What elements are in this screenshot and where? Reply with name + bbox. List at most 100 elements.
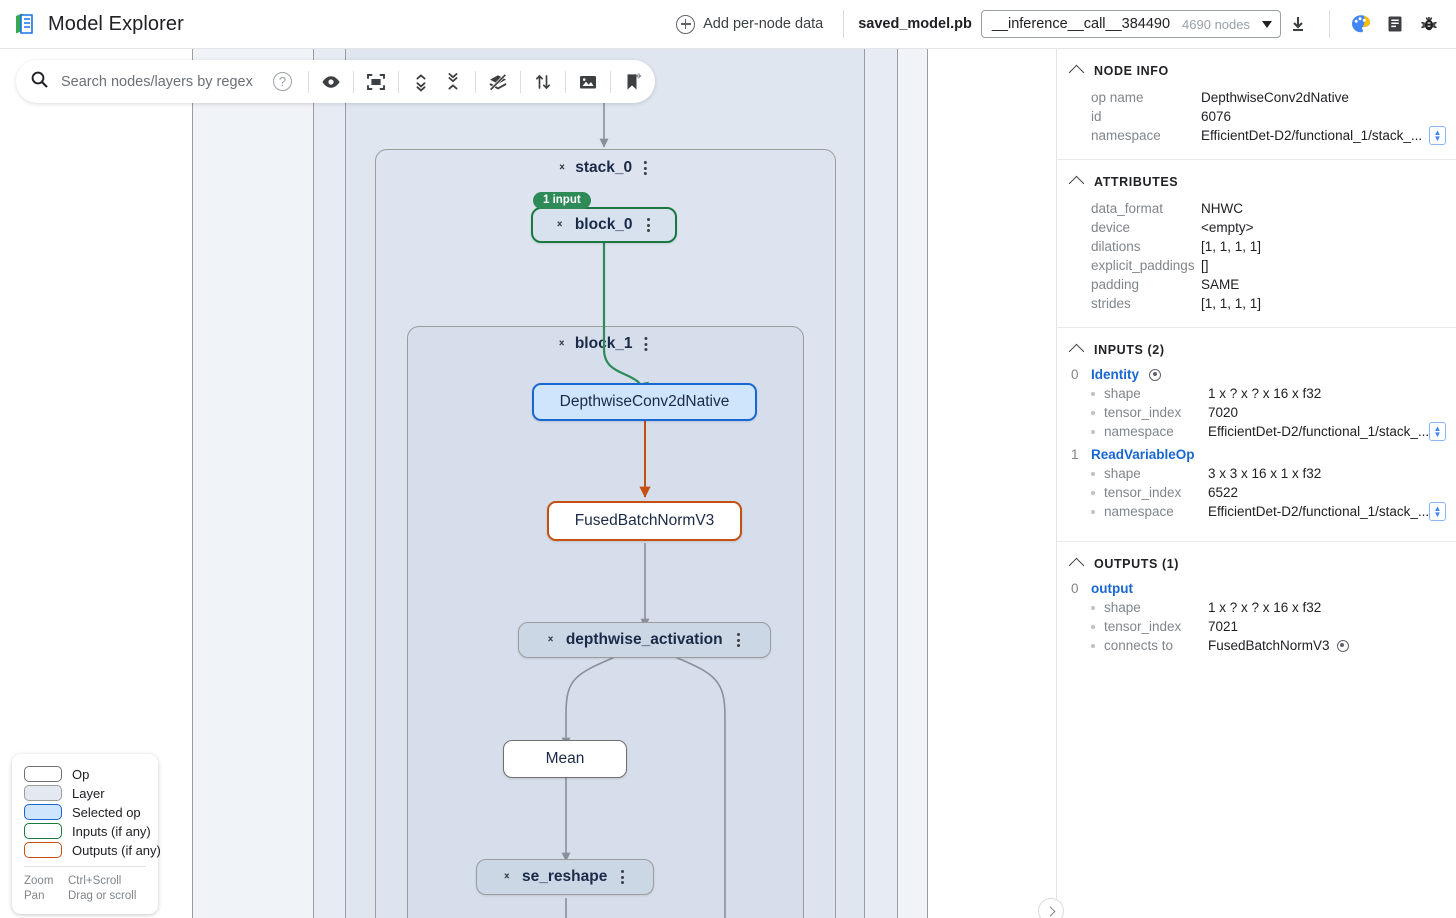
- collapse-expand-icon-se-reshape[interactable]: ⌄⌃: [502, 868, 512, 886]
- input-detail-key: namespace: [1104, 424, 1174, 439]
- expand-value-stepper-icon[interactable]: ▲▼: [1429, 126, 1446, 145]
- input-name[interactable]: ReadVariableOp: [1091, 447, 1195, 462]
- attribute-row: strides [1, 1, 1, 1]: [1057, 294, 1456, 313]
- input-detail-row: shape 1 x ? x ? x 16 x f32: [1057, 384, 1456, 403]
- legend-label-outputs: Outputs (if any): [72, 842, 161, 858]
- section-header-node-info[interactable]: NODE INFO: [1057, 63, 1456, 81]
- section-title-inputs: INPUTS (2): [1094, 342, 1165, 357]
- output-detail-key: tensor_index: [1104, 619, 1182, 634]
- plus-circle-icon: [676, 14, 696, 34]
- expand-all-layers-icon[interactable]: [405, 66, 437, 98]
- toolbar-divider-2: [353, 70, 354, 93]
- search-input[interactable]: [61, 73, 273, 90]
- legend-swatch-selected-op: [24, 804, 62, 820]
- graph-node-label-se-reshape: se_reshape: [522, 868, 608, 885]
- collapse-all-layers-icon[interactable]: [437, 66, 469, 98]
- panel-collapse-handle[interactable]: [1038, 898, 1064, 918]
- legend-row: Selected op: [24, 804, 146, 820]
- attribute-key: data_format: [1091, 201, 1164, 216]
- more-options-icon-block-1[interactable]: [642, 335, 651, 353]
- bullet-icon: [1091, 624, 1095, 629]
- legend-pan-key: Pan: [24, 890, 45, 902]
- legend-swatch-inputs: [24, 823, 62, 839]
- collapse-expand-icon-depthwise-activation[interactable]: ⌄⌃: [546, 631, 555, 649]
- graph-node-fusedbatchnormv3[interactable]: FusedBatchNormV3: [547, 501, 742, 541]
- hide-layers-icon[interactable]: [482, 66, 514, 98]
- notes-icon[interactable]: [1378, 7, 1412, 41]
- flip-direction-icon[interactable]: [527, 66, 559, 98]
- chevron-up-icon: [1068, 175, 1085, 192]
- graph-selector-dropdown[interactable]: __inference__call__384490 4690 nodes: [980, 10, 1281, 38]
- visibility-eye-icon[interactable]: [315, 66, 347, 98]
- more-options-icon-stack-0[interactable]: [641, 159, 650, 177]
- help-icon[interactable]: ?: [273, 72, 292, 91]
- palette-icon[interactable]: [1344, 7, 1378, 41]
- attribute-value: <empty>: [1201, 220, 1254, 235]
- legend-zoom-value: Ctrl+Scroll: [68, 875, 122, 887]
- input-detail-value: 3 x 3 x 16 x 1 x f32: [1208, 466, 1322, 481]
- graph-node-label-block-0: block_0: [574, 216, 633, 233]
- more-options-icon-block-0[interactable]: [644, 216, 653, 234]
- output-detail-row: shape 1 x ? x ? x 16 x f32: [1057, 598, 1456, 617]
- input-detail-key: shape: [1104, 386, 1141, 401]
- collapse-expand-icon-block-0[interactable]: ⌄⌃: [555, 216, 564, 234]
- fit-to-screen-icon[interactable]: [360, 66, 392, 98]
- output-detail-value: FusedBatchNormV3: [1208, 636, 1349, 655]
- collapse-expand-icon-block-1[interactable]: ⌄⌃: [557, 335, 566, 353]
- input-detail-value: EfficientDet-D2/functional_1/stack_...: [1208, 424, 1429, 439]
- input-count-badge: 1 input: [533, 192, 591, 209]
- download-icon[interactable]: [1281, 7, 1315, 41]
- attribute-value: [1, 1, 1, 1]: [1201, 296, 1262, 311]
- attribute-row: device <empty>: [1057, 218, 1456, 237]
- expand-value-stepper-icon[interactable]: ▲▼: [1429, 502, 1446, 521]
- locate-node-icon[interactable]: [1336, 639, 1349, 652]
- attribute-key: device: [1091, 220, 1131, 235]
- output-detail-row: connects to FusedBatchNormV3: [1057, 636, 1456, 655]
- output-name[interactable]: output: [1091, 581, 1133, 596]
- graph-toolbar: ?: [16, 60, 655, 103]
- legend-shortcut-pan: Pan Drag or scroll: [24, 889, 146, 904]
- graph-node-block-0[interactable]: 1 input ⌄⌃ block_0: [531, 192, 677, 243]
- section-title-outputs: OUTPUTS (1): [1094, 556, 1180, 571]
- attribute-key: strides: [1091, 296, 1131, 311]
- output-item-header: 0 output: [1057, 581, 1456, 596]
- section-inputs: INPUTS (2) 0 Identity shape 1 x ? x ? x …: [1057, 328, 1456, 542]
- section-header-outputs[interactable]: OUTPUTS (1): [1057, 556, 1456, 574]
- search-box[interactable]: ?: [16, 70, 302, 94]
- section-header-attributes[interactable]: ATTRIBUTES: [1057, 174, 1456, 192]
- attribute-row: explicit_paddings []: [1057, 256, 1456, 275]
- more-options-icon-depthwise-activation[interactable]: [734, 631, 743, 649]
- section-attributes: ATTRIBUTES data_format NHWC device <empt…: [1057, 160, 1456, 328]
- bug-icon[interactable]: [1412, 7, 1446, 41]
- attribute-row: padding SAME: [1057, 275, 1456, 294]
- graph-node-depthwiseconv2dnative[interactable]: DepthwiseConv2dNative: [532, 383, 757, 421]
- node-info-value: EfficientDet-D2/functional_1/stack_...: [1201, 128, 1423, 143]
- graph-canvas[interactable]: ⌄⌃ stack_0 ⌄⌃ block_1: [0, 49, 1056, 918]
- output-detail-key: shape: [1104, 600, 1141, 615]
- output-detail-value: 7021: [1208, 619, 1239, 634]
- bullet-icon: [1091, 509, 1095, 514]
- input-item: 0 Identity shape 1 x ? x ? x 16 x f32 te…: [1057, 367, 1456, 441]
- more-options-icon-se-reshape[interactable]: [618, 868, 627, 886]
- download-image-icon[interactable]: [572, 66, 604, 98]
- add-per-node-data-button[interactable]: Add per-node data: [670, 11, 829, 38]
- expand-value-stepper-icon[interactable]: ▲▼: [1429, 422, 1446, 441]
- node-info-value: DepthwiseConv2dNative: [1201, 90, 1349, 105]
- section-header-inputs[interactable]: INPUTS (2): [1057, 342, 1456, 360]
- graph-node-mean[interactable]: Mean: [503, 740, 627, 778]
- graph-node-depthwise-activation[interactable]: ⌄⌃ depthwise_activation: [518, 622, 771, 658]
- collapse-expand-icon-stack-0[interactable]: ⌄⌃: [557, 159, 567, 177]
- legend-swatch-outputs: [24, 842, 62, 858]
- node-info-row: namespace EfficientDet-D2/functional_1/s…: [1057, 126, 1456, 145]
- graph-node-se-reshape[interactable]: ⌄⌃ se_reshape: [476, 859, 654, 895]
- input-detail-value: EfficientDet-D2/functional_1/stack_...: [1208, 504, 1429, 519]
- add-bookmark-icon[interactable]: [617, 66, 649, 98]
- input-detail-key: shape: [1104, 466, 1141, 481]
- locate-node-icon[interactable]: [1149, 368, 1162, 381]
- legend-label-op: Op: [72, 766, 90, 782]
- input-name[interactable]: Identity: [1091, 367, 1140, 382]
- group-label-stack-0: ⌄⌃ stack_0: [558, 159, 650, 177]
- legend-row: Op: [24, 766, 146, 782]
- connects-to-node-name: FusedBatchNormV3: [1208, 638, 1330, 653]
- output-index: 0: [1071, 581, 1079, 596]
